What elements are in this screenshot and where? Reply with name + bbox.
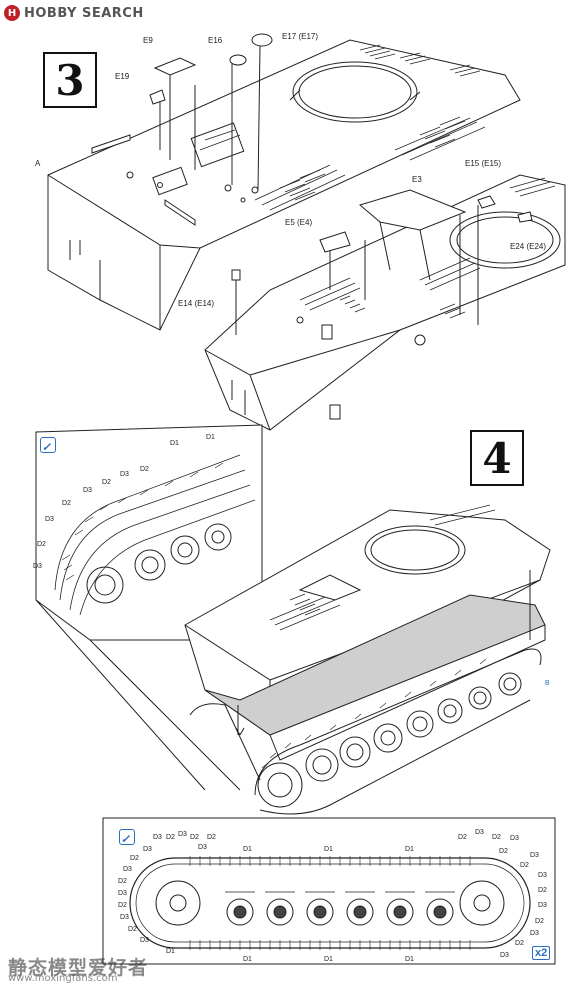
track-top-left-3: D2 bbox=[190, 834, 199, 841]
track-left-3: D2 bbox=[118, 878, 127, 885]
track-right-2: D2 bbox=[520, 862, 529, 869]
track-right-3: D3 bbox=[538, 872, 547, 879]
part-label-e5: E5 (E4) bbox=[285, 218, 313, 227]
part-label-e19: E19 bbox=[115, 72, 130, 81]
brand-text: HOBBY SEARCH bbox=[24, 5, 144, 21]
detail-label-d3d: D3 bbox=[33, 563, 42, 570]
track-top-d1-2: D1 bbox=[405, 846, 414, 853]
track-left-7: D2 bbox=[128, 926, 137, 933]
watermark-url: www.moxingfans.com bbox=[8, 973, 118, 984]
detail-label-d2c: D2 bbox=[62, 500, 71, 507]
quantity-x2-badge: x2 bbox=[532, 946, 551, 960]
upper-hull-main bbox=[47, 33, 521, 331]
part-label-e9: E9 bbox=[143, 36, 153, 45]
track-bottom-d1-1: D1 bbox=[243, 956, 252, 963]
detail-label-d1b: D1 bbox=[206, 434, 215, 441]
part-label-e14: E14 (E14) bbox=[178, 299, 215, 308]
track-left-0: D3 bbox=[143, 846, 152, 853]
track-left-5: D2 bbox=[118, 902, 127, 909]
track-top-left-4: D3 bbox=[198, 844, 207, 851]
step-number-3: 3 bbox=[43, 52, 97, 108]
detail-label-d3b: D3 bbox=[83, 487, 92, 494]
detail-label-d2d: D2 bbox=[37, 541, 46, 548]
track-top-right-2: D2 bbox=[492, 834, 501, 841]
track-right-9: D3 bbox=[500, 952, 509, 959]
track-bottom-d1-2: D1 bbox=[324, 956, 333, 963]
detail-label-d2a: D2 bbox=[140, 466, 149, 473]
track-left-2: D3 bbox=[123, 866, 132, 873]
watermark-cn: 静态模型爱好者 bbox=[8, 957, 149, 979]
detail-inset bbox=[35, 424, 263, 791]
detail-label-d2b: D2 bbox=[102, 479, 111, 486]
hobby-search-logo: H HOBBY SEARCH bbox=[4, 4, 144, 22]
track-right-6: D2 bbox=[535, 918, 544, 925]
track-bottom-d1-3: D1 bbox=[405, 956, 414, 963]
paintbrush-icon bbox=[40, 437, 56, 453]
detail-label-d3a: D3 bbox=[120, 471, 129, 478]
track-top-left-0: D3 bbox=[153, 834, 162, 841]
track-top-left-5: D2 bbox=[207, 834, 216, 841]
track-left-4: D3 bbox=[118, 890, 127, 897]
part-label-e24: E24 (E24) bbox=[510, 242, 547, 251]
track-bottom-d1-0: D1 bbox=[166, 948, 175, 955]
track-right-4: D2 bbox=[538, 887, 547, 894]
track-right-7: D3 bbox=[530, 930, 539, 937]
hobby-search-logo-mark: H bbox=[4, 5, 20, 21]
paintbrush-icon-track bbox=[119, 829, 135, 845]
part-label-e15: E15 (E15) bbox=[465, 159, 502, 168]
track-top-left-1: D2 bbox=[166, 834, 175, 841]
track-left-1: D2 bbox=[130, 855, 139, 862]
track-top-d1-0: D1 bbox=[243, 846, 252, 853]
track-right-1: D3 bbox=[530, 852, 539, 859]
upper-hull-sub bbox=[204, 174, 566, 431]
track-right-0: D2 bbox=[499, 848, 508, 855]
part-label-b: B bbox=[545, 680, 550, 687]
track-top-right-0: D2 bbox=[458, 834, 467, 841]
part-label-e16: E16 bbox=[208, 36, 223, 45]
track-left-8: D3 bbox=[140, 937, 149, 944]
part-label-e3: E3 bbox=[412, 175, 422, 184]
detail-label-d3c: D3 bbox=[45, 516, 54, 523]
track-left-6: D3 bbox=[120, 914, 129, 921]
part-label-e17: E17 (E17) bbox=[282, 32, 319, 41]
hull-assembly bbox=[184, 504, 551, 815]
part-label-a: A bbox=[35, 159, 41, 168]
track-top-left-2: D3 bbox=[178, 831, 187, 838]
track-right-8: D2 bbox=[515, 940, 524, 947]
track-right-5: D3 bbox=[538, 902, 547, 909]
detail-label-d1a: D1 bbox=[170, 440, 179, 447]
track-detail-box bbox=[102, 817, 556, 965]
track-top-right-3: D3 bbox=[510, 835, 519, 842]
track-top-right-1: D3 bbox=[475, 829, 484, 836]
track-top-d1-1: D1 bbox=[324, 846, 333, 853]
step-number-4: 4 bbox=[470, 430, 524, 486]
